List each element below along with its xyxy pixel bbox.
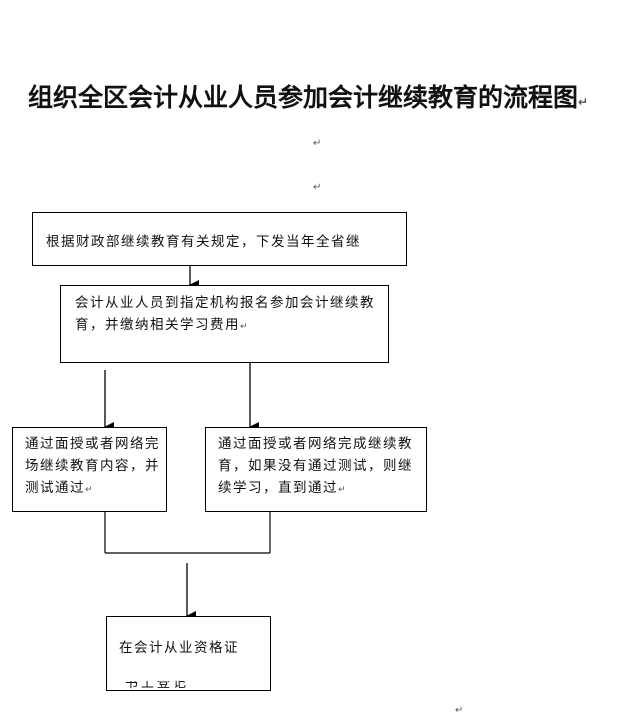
flow-step-5: 在会计从业资格证 书上登记: [106, 616, 271, 691]
paragraph-mark-box4: ↵: [338, 485, 346, 495]
flow-step-3: 通过面授或者网络完场继续教育内容，并测试通过↵: [12, 427, 167, 512]
title-text: 组织全区会计从业人员参加会计继续教育的流程图: [28, 83, 579, 112]
flow-step-4-text: 通过面授或者网络完成继续教育，如果没有通过测试，则继续学习，直到通过↵: [218, 433, 426, 501]
flow-step-4: 通过面授或者网络完成继续教育，如果没有通过测试，则继续学习，直到通过↵: [205, 427, 427, 512]
paragraph-mark-box2: ↵: [240, 322, 248, 332]
page-title: 组织全区会计从业人员参加会计继续教育的流程图↵: [28, 78, 618, 114]
flow-step-2-text: 会计从业人员到指定机构报名参加会计继续教育，并缴纳相关学习费用↵: [75, 292, 385, 338]
flow-step-2: 会计从业人员到指定机构报名参加会计继续教育，并缴纳相关学习费用↵: [60, 285, 389, 363]
flow-step-5-clipped-line: 书上登记: [125, 681, 235, 691]
flow-step-3-text: 通过面授或者网络完场继续教育内容，并测试通过↵: [25, 433, 167, 501]
paragraph-mark-2: ↵: [313, 182, 322, 193]
paragraph-mark-1: ↵: [313, 138, 322, 149]
flow-step-1: 根据财政部继续教育有关规定，下发当年全省继: [32, 212, 407, 266]
flow-step-1-text: 根据财政部继续教育有关规定，下发当年全省继: [46, 234, 361, 250]
flow-step-5-text: 在会计从业资格证: [119, 640, 239, 656]
flow-step-3-label: 通过面授或者网络完场继续教育内容，并测试通过: [25, 436, 160, 496]
flow-step-2-label: 会计从业人员到指定机构报名参加会计继续教育，并缴纳相关学习费用: [75, 295, 375, 333]
flow-step-4-label: 通过面授或者网络完成继续教育，如果没有通过测试，则继续学习，直到通过: [218, 436, 413, 496]
paragraph-mark-title: ↵: [578, 95, 589, 109]
paragraph-mark-bottom: ↵: [455, 705, 464, 716]
paragraph-mark-box3: ↵: [85, 485, 93, 495]
flow-step-5-clipped-text: 书上登记: [125, 681, 190, 691]
